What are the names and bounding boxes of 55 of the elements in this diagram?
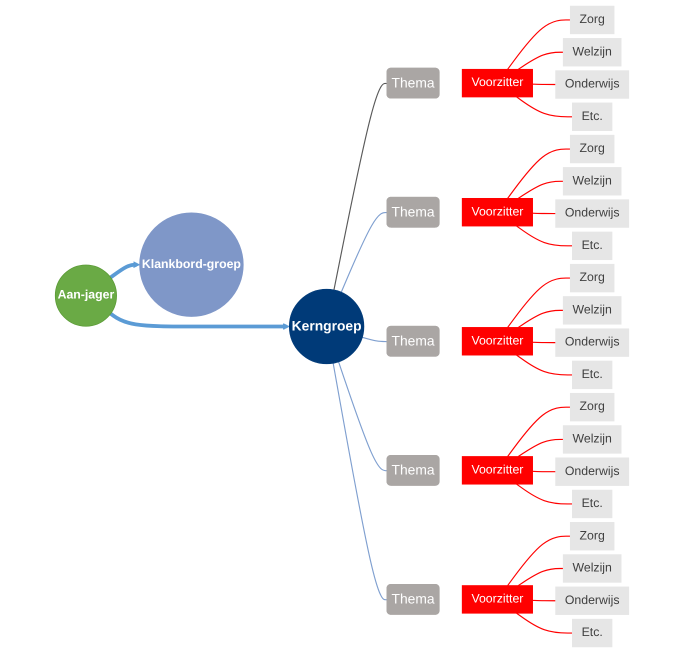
arrow [110, 261, 140, 280]
node-box: Welzijn [562, 167, 622, 196]
connector [518, 310, 564, 328]
node-box: Etc. [572, 490, 612, 518]
connector [532, 600, 556, 602]
node-box: Onderwijs [555, 328, 630, 357]
connector [516, 612, 572, 634]
connector [333, 82, 388, 290]
node-circle: Kerngroep [288, 288, 364, 364]
connector [340, 212, 388, 292]
connector [518, 438, 564, 457]
connector [516, 484, 572, 505]
node-box: Welzijn [562, 425, 622, 454]
connector [507, 148, 570, 199]
node-box: Onderwijs [555, 586, 630, 615]
connector [518, 568, 564, 586]
connector [532, 342, 556, 344]
node-box: Voorzitter [462, 585, 533, 614]
connector [507, 406, 570, 457]
connector [532, 212, 556, 214]
node-circle: Klankbord-groep [139, 212, 244, 317]
node-box: Etc. [572, 360, 612, 390]
node-circle: Aan-jager [54, 264, 117, 327]
connector [516, 226, 572, 246]
connector [516, 354, 572, 376]
connector [518, 180, 564, 199]
node-box: Etc. [572, 102, 612, 131]
node-box: Onderwijs [555, 457, 630, 486]
node-box: Welzijn [562, 554, 622, 583]
connector [338, 362, 388, 472]
connector [516, 96, 572, 118]
node-box: Voorzitter [462, 456, 533, 485]
connector [362, 336, 388, 342]
node-box: Zorg [570, 134, 614, 164]
connector [507, 19, 570, 70]
connector [532, 84, 556, 86]
node-box: Welzijn [562, 296, 622, 325]
connector [532, 470, 556, 472]
connector [518, 52, 564, 70]
node-box: Zorg [570, 392, 614, 422]
node-box: Onderwijs [555, 199, 630, 228]
arrow [110, 312, 290, 330]
node-box: Etc. [572, 618, 612, 648]
connector [507, 278, 570, 328]
connector [507, 536, 570, 586]
node-box: Voorzitter [462, 68, 533, 98]
node-box: Voorzitter [462, 198, 533, 226]
node-box: Zorg [570, 6, 614, 34]
node-box: Etc. [572, 232, 612, 260]
node-box: Zorg [570, 264, 614, 292]
node-box: Zorg [570, 522, 614, 550]
connector [332, 363, 388, 600]
node-box: Voorzitter [462, 327, 533, 356]
node-box: Onderwijs [555, 70, 630, 99]
node-box: Welzijn [562, 38, 622, 66]
